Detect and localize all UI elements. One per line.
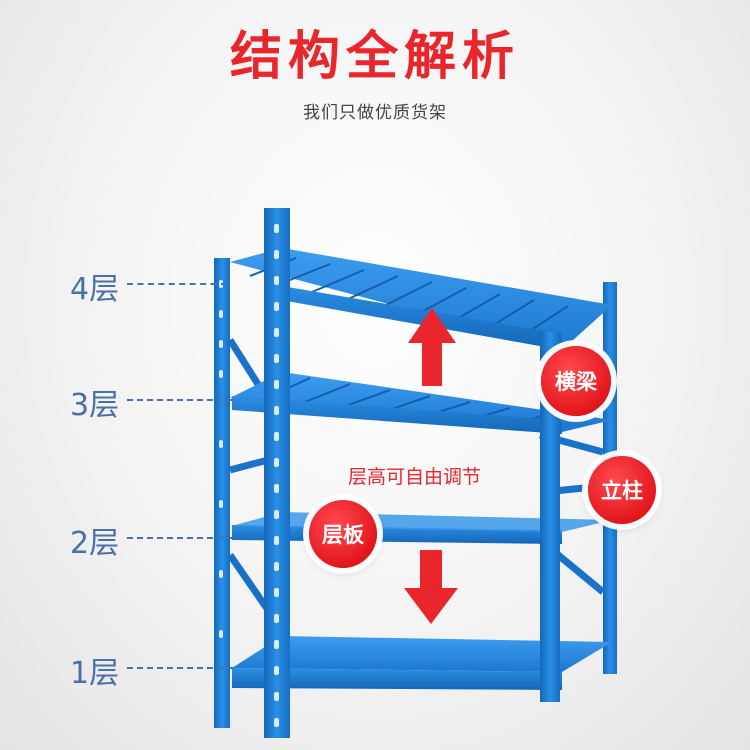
page-title: 结构全解析 bbox=[229, 27, 520, 87]
shelf-board-callout-label: 层板 bbox=[322, 523, 364, 547]
layer-3-leader-line bbox=[127, 399, 233, 401]
layer-label-2: 2层 bbox=[70, 526, 120, 561]
page-subtitle: 我们只做优质货架 bbox=[303, 103, 447, 123]
layer-label-4: 4层 bbox=[70, 272, 120, 307]
front-left-upright bbox=[264, 208, 290, 738]
back-left-post-holes bbox=[219, 280, 223, 638]
layer-4-leader-line bbox=[127, 283, 227, 285]
layer-label-1: 1层 bbox=[70, 656, 120, 691]
down-arrow-icon bbox=[404, 550, 458, 624]
up-arrow-icon bbox=[408, 308, 456, 386]
layer-1-leader-line bbox=[127, 667, 233, 669]
front-right-upright bbox=[540, 332, 560, 702]
layer-label-3: 3层 bbox=[70, 388, 120, 423]
upright-callout: 立柱 bbox=[588, 456, 656, 524]
back-left-upright bbox=[214, 258, 230, 728]
adjustable-height-note: 层高可自由调节 bbox=[348, 466, 482, 488]
layer-2-leader-line bbox=[127, 537, 233, 539]
crossbeam-callout: 横梁 bbox=[541, 346, 611, 416]
shelf-level-1-deck bbox=[232, 636, 612, 690]
shelf-board-callout: 层板 bbox=[309, 500, 377, 568]
crossbeam-callout-label: 横梁 bbox=[555, 370, 597, 394]
upright-callout-label: 立柱 bbox=[601, 479, 643, 503]
